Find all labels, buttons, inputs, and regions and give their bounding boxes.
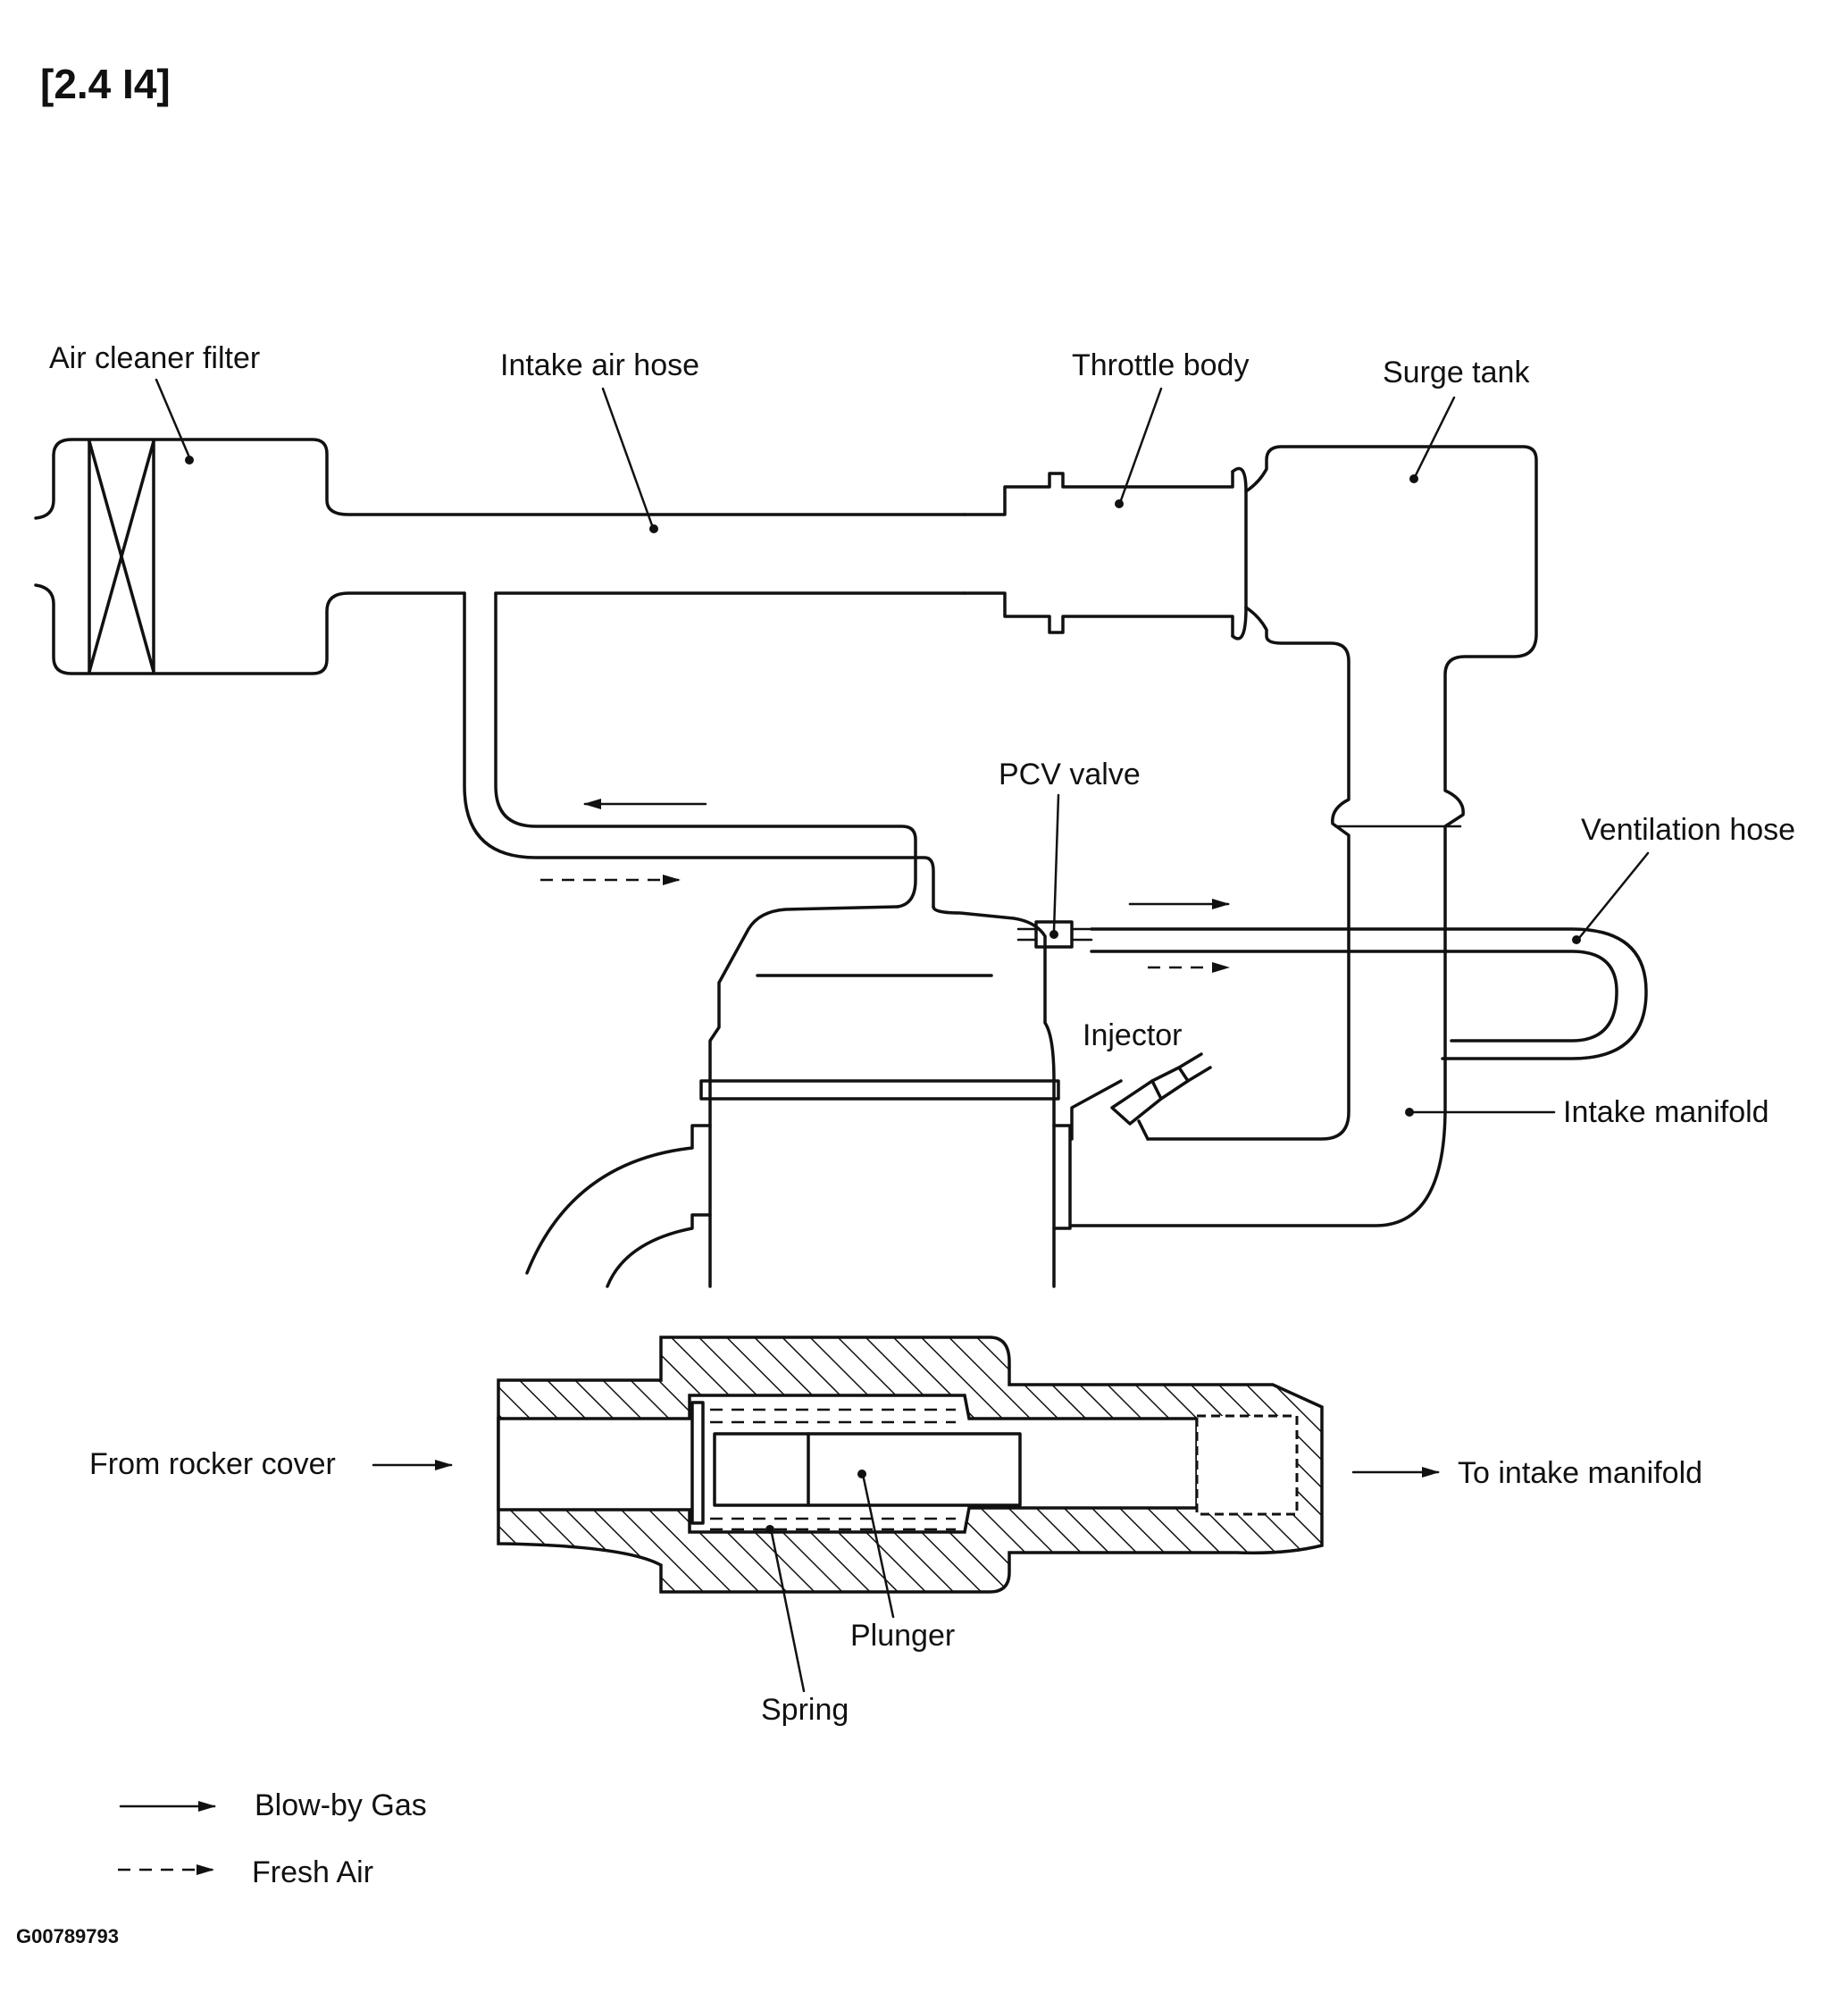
surge-tank	[1070, 445, 1538, 1227]
figure-id: G00789793	[16, 1925, 119, 1947]
throttle-body-label: Throttle body	[1072, 348, 1249, 382]
plunger-label: Plunger	[850, 1619, 955, 1653]
injector	[1070, 1052, 1212, 1141]
label-to-intake-manifold: To intake manifold	[1351, 1456, 1702, 1490]
label-ventilation-hose: Ventilation hose	[1572, 813, 1795, 944]
pcv-valve-label: PCV valve	[999, 758, 1141, 791]
label-throttle-body: Throttle body	[1072, 348, 1249, 508]
flow-arrows	[540, 799, 1230, 973]
label-intake-manifold: Intake manifold	[1405, 1095, 1769, 1129]
filter-element	[88, 440, 155, 674]
intake-air-hose-label: Intake air hose	[500, 348, 699, 382]
label-from-rocker-cover: From rocker cover	[89, 1447, 453, 1481]
injector-label: Injector	[1083, 1018, 1183, 1052]
label-injector: Injector	[1083, 1018, 1183, 1052]
surge-tank-label: Surge tank	[1383, 356, 1530, 389]
air-cleaner	[34, 438, 966, 675]
engine-block	[525, 905, 1072, 1288]
label-intake-air-hose: Intake air hose	[500, 348, 699, 533]
from-rocker-cover-label: From rocker cover	[89, 1447, 336, 1481]
label-plunger: Plunger	[850, 1470, 955, 1653]
throttle-body	[963, 466, 1248, 641]
legend-fresh-air-label: Fresh Air	[252, 1855, 373, 1889]
intake-manifold-label: Intake manifold	[1563, 1095, 1769, 1129]
ventilation-hose-label: Ventilation hose	[1581, 813, 1795, 847]
legend-blow-by-gas-label: Blow-by Gas	[255, 1788, 427, 1822]
legend-fresh-air: Fresh Air	[118, 1855, 373, 1889]
label-air-cleaner-filter: Air cleaner filter	[49, 341, 260, 465]
legend: Blow-by Gas Fresh Air	[118, 1788, 427, 1889]
label-pcv-valve: PCV valve	[999, 758, 1141, 939]
fresh-air-hose	[463, 591, 935, 909]
air-cleaner-filter-label: Air cleaner filter	[49, 341, 260, 375]
label-spring: Spring	[761, 1525, 849, 1727]
page-title: [2.4 I4]	[40, 61, 171, 107]
to-intake-manifold-label: To intake manifold	[1458, 1456, 1702, 1490]
spring-label: Spring	[761, 1693, 849, 1727]
label-surge-tank: Surge tank	[1383, 356, 1530, 483]
pcv-valve-cross-section	[497, 1336, 1324, 1594]
ventilation-hose	[1090, 927, 1648, 1060]
legend-blow-by-gas: Blow-by Gas	[119, 1788, 427, 1822]
